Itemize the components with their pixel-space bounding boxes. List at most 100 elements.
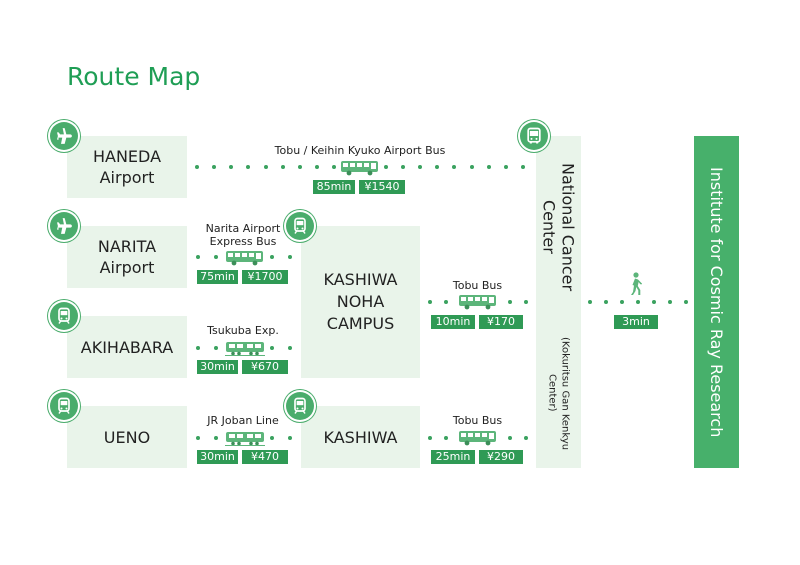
route-dot — [620, 300, 624, 304]
station-name: AKIHABARA — [80, 337, 174, 357]
fare-tag: ¥170 — [479, 315, 523, 329]
travel-time-tag: 30min — [197, 360, 238, 374]
train-icon — [286, 392, 314, 420]
route-dot — [270, 346, 274, 350]
route-label: JR Joban Line — [207, 414, 279, 427]
station-subname: Airport — [99, 258, 155, 277]
route-dot — [214, 255, 218, 259]
fare-tag: ¥670 — [242, 360, 288, 374]
station-subname: (Kokuritsu Gan Kenkyu Center) — [546, 336, 571, 450]
route-dot — [428, 436, 432, 440]
page-title: Route Map — [67, 62, 201, 91]
route-dot — [195, 165, 199, 169]
route-dot — [508, 436, 512, 440]
station-name: UENO — [103, 427, 151, 447]
airplane-icon — [50, 122, 78, 150]
station-name: KASHIWA — [323, 427, 398, 447]
route-dot — [435, 165, 439, 169]
bus-icon — [458, 430, 498, 446]
station-name: CAMPUS — [326, 314, 395, 333]
route-dot — [668, 300, 672, 304]
route-dot — [652, 300, 656, 304]
station-national-cancer-center: National Cancer Center (Kokuritsu Gan Ke… — [536, 136, 581, 468]
route-dot — [270, 255, 274, 259]
route-label: Tsukuba Exp. — [207, 324, 279, 337]
route-label: Tobu Bus — [452, 279, 503, 292]
station-name: KASHIWA — [323, 270, 398, 289]
route-dot — [487, 165, 491, 169]
route-dot — [246, 165, 250, 169]
route-dot — [288, 255, 292, 259]
travel-time-tag: 75min — [197, 270, 238, 284]
station-name: NOHA — [336, 292, 385, 311]
route-dot — [504, 165, 508, 169]
route-dot — [315, 165, 319, 169]
route-dot — [212, 165, 216, 169]
travel-time-tag: 30min — [197, 450, 238, 464]
route-dot — [508, 300, 512, 304]
route-dot — [288, 436, 292, 440]
route-dot — [524, 436, 528, 440]
route-dot — [214, 346, 218, 350]
route-dot — [418, 165, 422, 169]
bus-icon — [225, 250, 265, 266]
route-dot — [401, 165, 405, 169]
route-dot — [384, 165, 388, 169]
station-ueno: UENO — [67, 406, 187, 468]
route-dot — [264, 165, 268, 169]
route-label: Express Bus — [209, 235, 277, 248]
route-dot — [281, 165, 285, 169]
route-dot — [298, 165, 302, 169]
travel-time-tag: 3min — [614, 315, 658, 329]
route-dot — [604, 300, 608, 304]
route-label: Tobu Bus — [452, 414, 503, 427]
route-dot — [636, 300, 640, 304]
fare-tag: ¥290 — [479, 450, 523, 464]
route-dot — [452, 165, 456, 169]
travel-time-tag: 25min — [431, 450, 475, 464]
bus-icon — [458, 294, 498, 310]
train-icon — [50, 302, 78, 330]
train-icon — [286, 212, 314, 240]
station-name: National Cancer Center — [539, 163, 578, 292]
destination-name: Institute for Cosmic Ray Research — [707, 166, 726, 438]
route-dot — [196, 346, 200, 350]
route-dot — [332, 165, 336, 169]
route-dot — [470, 165, 474, 169]
route-dotted-line — [588, 300, 688, 304]
route-dot — [214, 436, 218, 440]
destination-institute-for-cosmic-ray-research: Institute for Cosmic Ray Research — [694, 136, 739, 468]
route-dot — [684, 300, 688, 304]
route-dot — [229, 165, 233, 169]
station-kashiwa-noha-campus: KASHIWA NOHA CAMPUS — [301, 226, 420, 378]
route-dot — [444, 300, 448, 304]
fare-tag: ¥1540 — [359, 180, 405, 194]
route-dot — [588, 300, 592, 304]
train-icon — [225, 430, 265, 446]
route-dot — [524, 300, 528, 304]
route-label: Tobu / Keihin Kyuko Airport Bus — [274, 144, 446, 157]
fare-tag: ¥1700 — [242, 270, 288, 284]
station-subname: Airport — [99, 168, 155, 187]
station-name: NARITA — [97, 237, 157, 256]
route-label: Narita Airport — [205, 222, 281, 235]
route-dot — [196, 436, 200, 440]
route-dot — [270, 436, 274, 440]
station-name: HANEDA — [92, 147, 162, 166]
route-dot — [196, 255, 200, 259]
station-akihabara: AKIHABARA — [67, 316, 187, 378]
bus-icon — [520, 122, 548, 150]
station-haneda-airport: HANEDA Airport — [67, 136, 187, 198]
station-narita-airport: NARITA Airport — [67, 226, 187, 288]
train-icon — [50, 392, 78, 420]
walking-person-icon — [631, 272, 642, 295]
airplane-icon — [50, 212, 78, 240]
fare-tag: ¥470 — [242, 450, 288, 464]
route-dot — [428, 300, 432, 304]
travel-time-tag: 10min — [431, 315, 475, 329]
route-dot — [288, 346, 292, 350]
station-kashiwa: KASHIWA — [301, 406, 420, 468]
train-icon — [225, 340, 265, 356]
travel-time-tag: 85min — [313, 180, 355, 194]
bus-icon — [340, 160, 380, 176]
